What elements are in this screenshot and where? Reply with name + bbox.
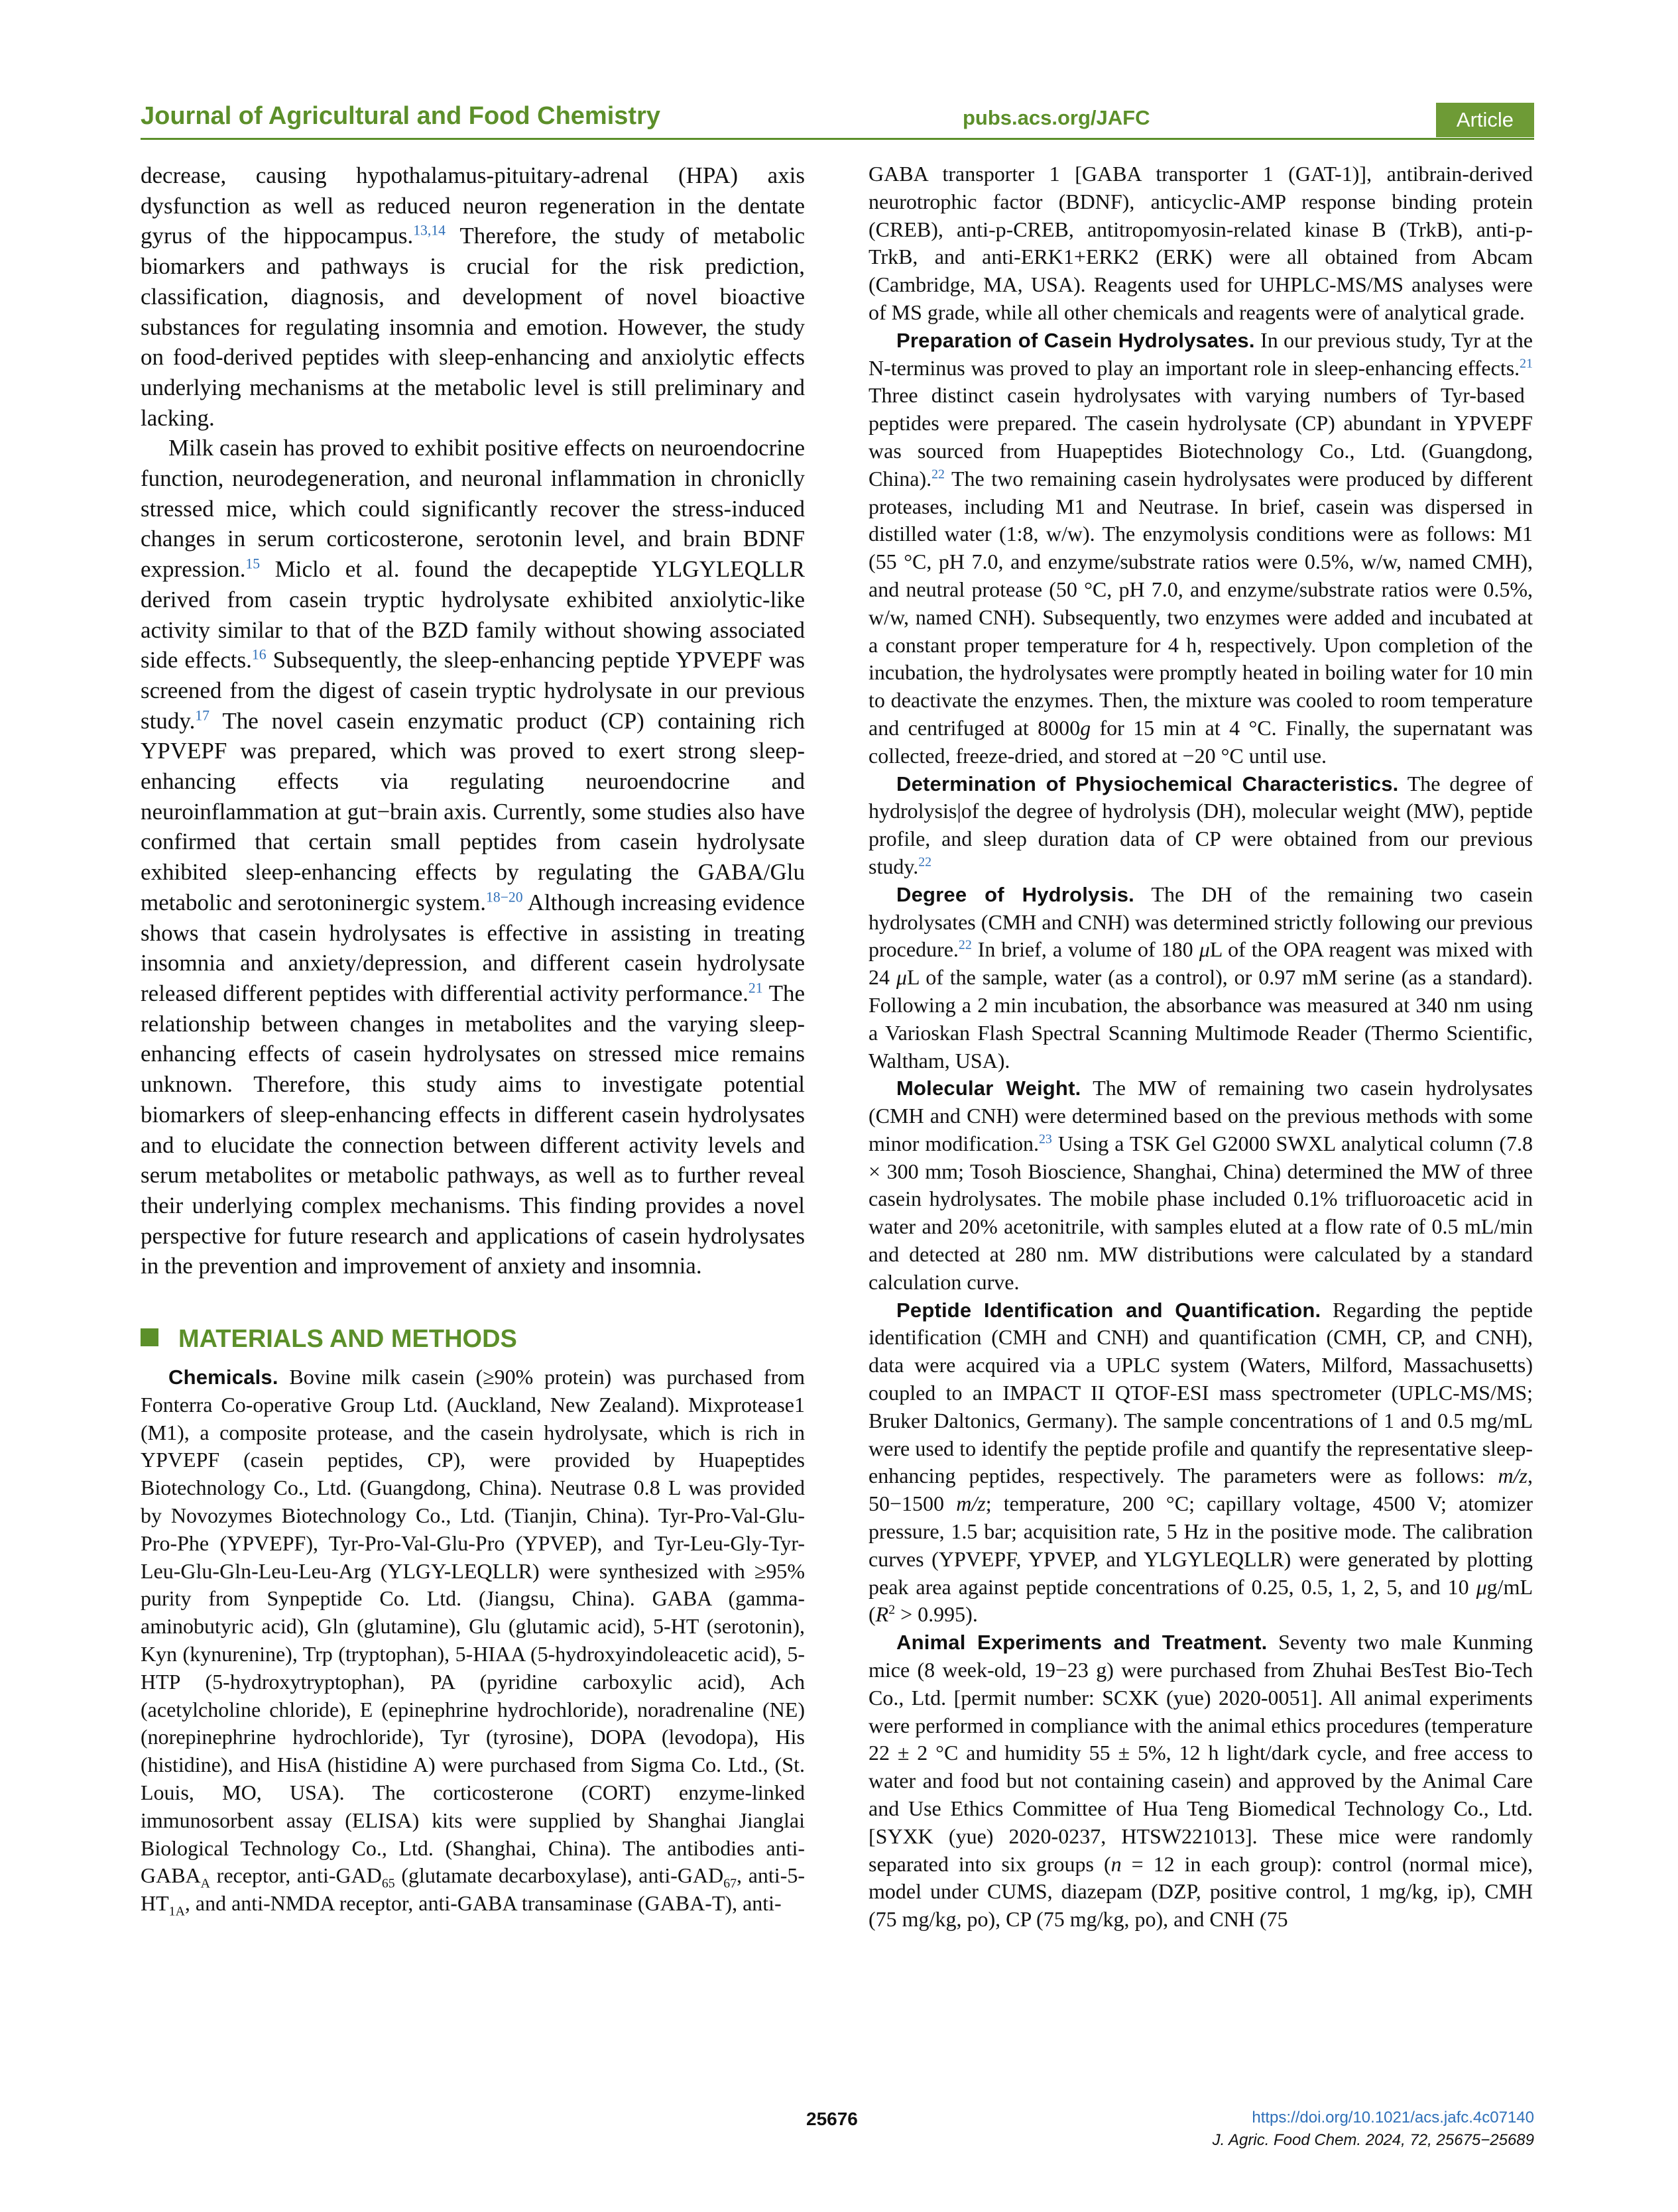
run-in-heading: Determination of Physiochemical Characte… [896,772,1399,795]
citation-ref[interactable]: 22 [918,854,932,870]
citation-ref[interactable]: 22 [931,467,945,482]
intro-paragraph-2: Milk casein has proved to exhibit positi… [141,435,805,1279]
journal-url-link[interactable]: pubs.acs.org/JAFC [963,106,1150,129]
citation-ref[interactable]: 18−20 [486,889,523,905]
peptide-identification-paragraph: Peptide Identification and Quantificatio… [869,1297,1533,1627]
doi-link[interactable]: https://doi.org/10.1021/acs.jafc.4c07140 [1252,2109,1534,2126]
citation-ref[interactable]: 21 [748,980,763,996]
page-number: 25676 [806,2109,858,2129]
molecular-weight-paragraph: Molecular Weight. The MW of remaining tw… [869,1076,1533,1294]
run-in-heading: Degree of Hydrolysis. [896,882,1134,906]
citation-ref[interactable]: 23 [1038,1132,1052,1147]
intro-paragraph-1: decrease, causing hypothalamus-pituitary… [141,162,806,431]
chemicals-paragraph: Chemicals. Bovine milk casein (≥90% prot… [141,1365,806,1919]
run-in-heading: Peptide Identification and Quantificatio… [896,1298,1321,1322]
left-column: decrease, causing hypothalamus-pituitary… [141,160,805,1918]
article-type-badge: Article [1436,103,1534,137]
run-in-heading: Molecular Weight. [896,1077,1081,1100]
run-in-heading: Chemicals. [168,1366,278,1389]
preparation-paragraph: Preparation of Casein Hydrolysates. In o… [869,327,1533,768]
citation-ref[interactable]: 17 [195,707,210,723]
citation-ref[interactable]: 21 [1520,355,1533,371]
citation-ref[interactable]: 13,14 [413,222,446,239]
citation-ref[interactable]: 16 [251,646,267,663]
journal-title: Journal of Agricultural and Food Chemist… [141,102,660,130]
section-square-icon [141,1328,158,1347]
run-in-heading: Preparation of Casein Hydrolysates. [896,328,1255,352]
run-in-heading: Animal Experiments and Treatment. [896,1631,1268,1655]
header-divider [141,138,1534,140]
citation-ref[interactable]: 22 [958,937,972,953]
physiochemical-paragraph: Determination of Physiochemical Characte… [869,771,1533,878]
chemicals-continued-paragraph: GABA transporter 1 [GABA transporter 1 (… [869,162,1533,324]
citation-ref[interactable]: 15 [245,555,261,572]
section-heading-methods: MATERIALS AND METHODS [141,1324,805,1354]
animal-experiments-paragraph: Animal Experiments and Treatment. Sevent… [869,1630,1533,1932]
journal-citation: J. Agric. Food Chem. 2024, 72, 25675−256… [1212,2131,1534,2149]
right-column: GABA transporter 1 [GABA transporter 1 (… [869,160,1533,1934]
degree-hydrolysis-paragraph: Degree of Hydrolysis. The DH of the rema… [869,882,1533,1073]
